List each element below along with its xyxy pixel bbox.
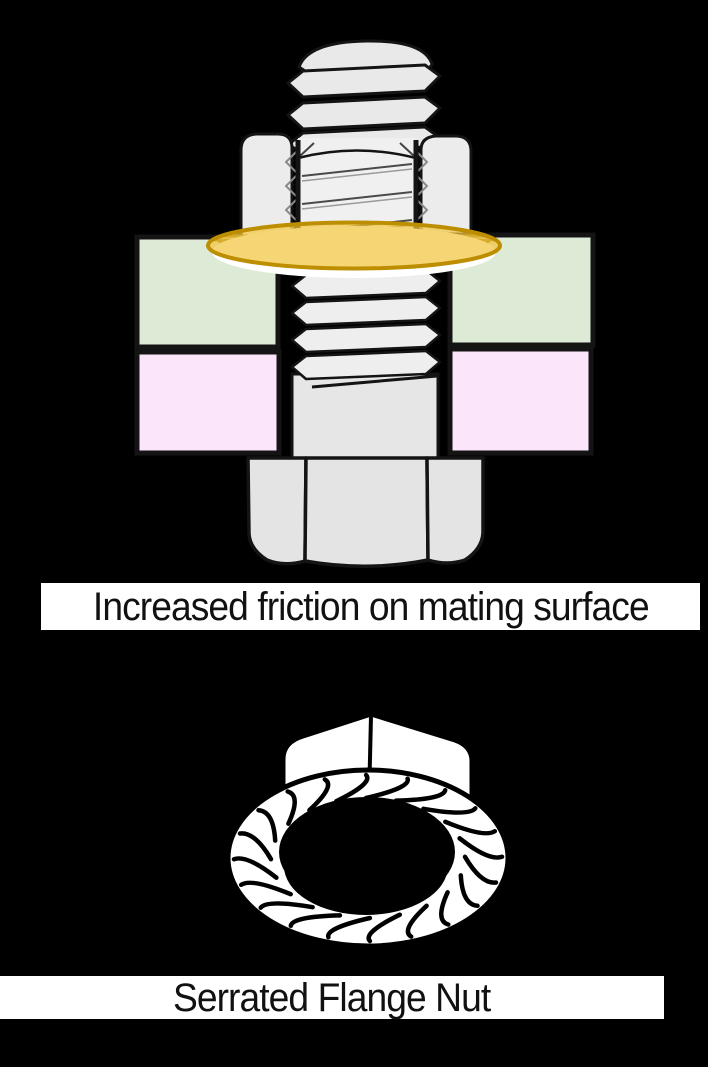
bolt-shank-threads [290,268,442,381]
mating-surface-highlight-ellipse [206,220,502,271]
nut-body-right [419,134,473,242]
serration-tooth-line [366,912,403,944]
serration-tooth-line [285,789,297,826]
nut-top-chamfer-arc [297,149,417,160]
serration-tooth-line [421,806,478,815]
serration-tooth-line [333,772,370,804]
serration-tooth-line [458,873,480,909]
thread-runout-line [311,374,438,389]
top-caption: Increased friction on mating surface [92,584,650,629]
serration-tooth-line [231,856,279,880]
serration-tooth-line [462,854,499,885]
bolt-lower-assembly [246,268,485,568]
serration-tooth-line [405,903,429,939]
thread-ridge [286,95,442,131]
chamfer-hatch-right [399,142,415,157]
serration-tooth-line [439,890,451,927]
serration-tooth-line [258,901,315,910]
serration-tooth-line [326,915,373,940]
serration-tooth-line [457,836,505,860]
plate-lower-left [134,349,282,456]
serration-tooth-line [288,913,343,929]
top-caption-banner: Increased friction on mating surface [41,583,700,630]
bolted-joint-figure [134,39,596,568]
serrated-flange-nut-figure [225,711,511,949]
bottom-caption-banner: Serrated Flange Nut [0,976,664,1019]
bore-hole [284,817,448,915]
serration-tooth-line [443,819,498,836]
serration-tooth-line [393,787,448,803]
serration-tooth-line [256,807,278,843]
serration-teeth [231,772,505,944]
bolt-shank-plain [290,372,440,462]
serration-tooth-line [238,880,293,897]
bolt-hex-head [246,456,485,568]
hex-face-right [425,456,485,565]
nut-body-left [239,132,294,242]
bolt-exposed-threads [286,39,442,153]
hex-face-center [303,456,430,568]
plate-lower-right [447,346,594,456]
thread-ridge [286,63,442,99]
bottom-caption: Serrated Flange Nut [173,975,491,1020]
hex-face-left [246,456,308,566]
chamfer-hatch-left [299,142,315,157]
serration-tooth-line [363,776,410,801]
serration-tooth-line [237,831,274,862]
serration-tooth-line [307,777,331,813]
